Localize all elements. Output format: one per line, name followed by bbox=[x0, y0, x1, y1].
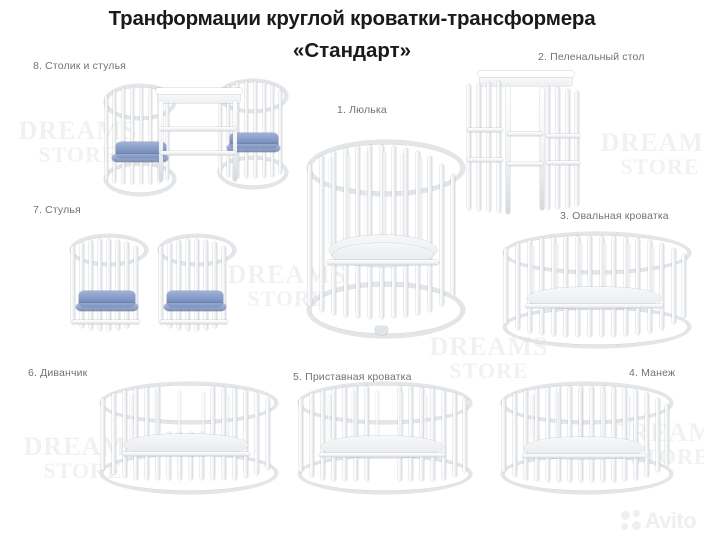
poster-title: Транформации круглой кроватки-трансформе… bbox=[0, 6, 704, 64]
label-item-6: 6. Диванчик bbox=[28, 367, 88, 379]
label-item-2: 2. Пеленальный стол bbox=[538, 51, 645, 63]
illustration-item-2-changing-table bbox=[462, 66, 586, 222]
watermark-line-2: STORE bbox=[620, 154, 700, 179]
avito-wordmark: Avito bbox=[644, 508, 697, 533]
watermark-line-1: DREAMS bbox=[600, 128, 704, 157]
label-item-5: 5. Приставная кроватка bbox=[293, 371, 412, 383]
label-item-4: 4. Манеж bbox=[629, 367, 676, 379]
watermark-dreams-store: DREAMS STORE bbox=[600, 130, 704, 178]
label-item-3: 3. Овальная кроватка bbox=[560, 210, 669, 222]
illustration-item-1-cradle bbox=[303, 140, 465, 340]
illustration-item-3-oval-crib bbox=[497, 232, 693, 350]
illustration-item-6-sofa bbox=[96, 382, 280, 494]
label-item-7: 7. Стулья bbox=[33, 204, 81, 216]
label-item-1: 1. Люлька bbox=[337, 104, 387, 116]
title-line-2: «Стандарт» bbox=[292, 39, 412, 62]
illustration-item-4-playpen bbox=[497, 382, 675, 498]
illustration-item-5-bedside-crib bbox=[294, 382, 474, 500]
watermark-line-2: STORE bbox=[449, 358, 529, 383]
avito-dots-icon bbox=[620, 510, 643, 532]
illustration-item-7-chairs bbox=[66, 222, 236, 340]
title-line-1: Транформации круглой кроватки-трансформе… bbox=[108, 7, 596, 30]
illustration-item-8-table-and-chairs bbox=[100, 74, 288, 196]
label-item-8: 8. Столик и стулья bbox=[33, 60, 127, 72]
avito-logo: Avito bbox=[620, 508, 697, 533]
